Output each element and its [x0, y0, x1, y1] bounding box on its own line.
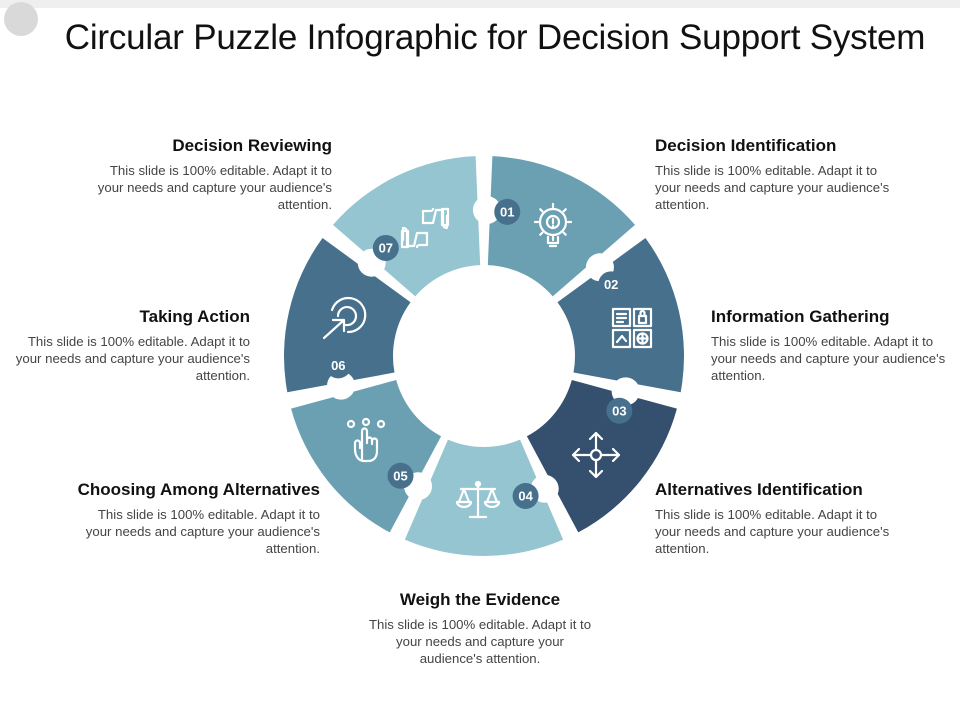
step-07-body: This slide is 100% editable. Adapt it to… [97, 163, 332, 212]
step-03-title: Alternatives Identification [655, 480, 863, 499]
four-arrows-icon [571, 431, 621, 479]
step-06-body: This slide is 100% editable. Adapt it to… [15, 334, 250, 383]
step-04-block: Weigh the Evidence This slide is 100% ed… [365, 590, 595, 667]
step-01-block: Decision Identification This slide is 10… [655, 136, 895, 213]
step-number-06: 06 [331, 358, 345, 373]
ring-segment-06 [284, 237, 411, 393]
step-04-body: This slide is 100% editable. Adapt it to… [368, 617, 592, 666]
step-badge-05 [387, 462, 414, 489]
step-number-07: 07 [379, 240, 393, 255]
step-07-title: Decision Reviewing [172, 136, 332, 155]
page-title: Circular Puzzle Infographic for Decision… [64, 18, 926, 57]
step-06-title: Taking Action [139, 307, 251, 326]
ring-segment-07 [333, 156, 481, 297]
puzzle-knob-06 [327, 371, 356, 400]
step-06-block: Taking Action This slide is 100% editabl… [10, 307, 250, 384]
cursor-target-icon [322, 296, 367, 340]
step-badge-07 [372, 234, 399, 261]
balance-scale-icon [455, 480, 501, 519]
step-05-title: Choosing Among Alternatives [77, 480, 320, 499]
corner-circle-decoration [4, 2, 38, 36]
step-07-block: Decision Reviewing This slide is 100% ed… [92, 136, 332, 213]
puzzle-knob-01 [472, 196, 501, 225]
step-05-block: Choosing Among Alternatives This slide i… [40, 480, 320, 557]
ring-segment-04 [404, 439, 564, 556]
step-badge-04 [512, 482, 539, 509]
step-02-title: Information Gathering [711, 307, 890, 326]
step-01-body: This slide is 100% editable. Adapt it to… [655, 163, 890, 212]
step-badge-06 [325, 352, 352, 379]
step-03-body: This slide is 100% editable. Adapt it to… [655, 507, 890, 556]
step-01-title: Decision Identification [655, 136, 837, 155]
lightbulb-gear-icon [533, 202, 573, 248]
thumbs-up-down-icon [400, 207, 450, 249]
step-badge-02 [598, 271, 625, 298]
step-04-title: Weigh the Evidence [399, 590, 561, 609]
ring-segment-01 [487, 156, 635, 297]
step-number-02: 02 [604, 277, 618, 292]
ring-segment-05 [291, 379, 442, 533]
step-05-body: This slide is 100% editable. Adapt it to… [85, 507, 320, 556]
step-badge-03 [606, 397, 633, 424]
step-02-block: Information Gathering This slide is 100%… [711, 307, 951, 384]
step-number-04: 04 [518, 488, 533, 503]
step-02-body: This slide is 100% editable. Adapt it to… [711, 334, 946, 383]
step-number-03: 03 [612, 403, 626, 418]
dashboard-report-icon [611, 307, 653, 349]
hand-pointer-icon [346, 417, 386, 463]
step-number-01: 01 [500, 204, 514, 219]
step-badge-01 [494, 198, 521, 225]
step-number-05: 05 [393, 468, 407, 483]
ring-segment-02 [557, 237, 684, 393]
step-03-block: Alternatives Identification This slide i… [655, 480, 895, 557]
top-bar [0, 0, 960, 8]
